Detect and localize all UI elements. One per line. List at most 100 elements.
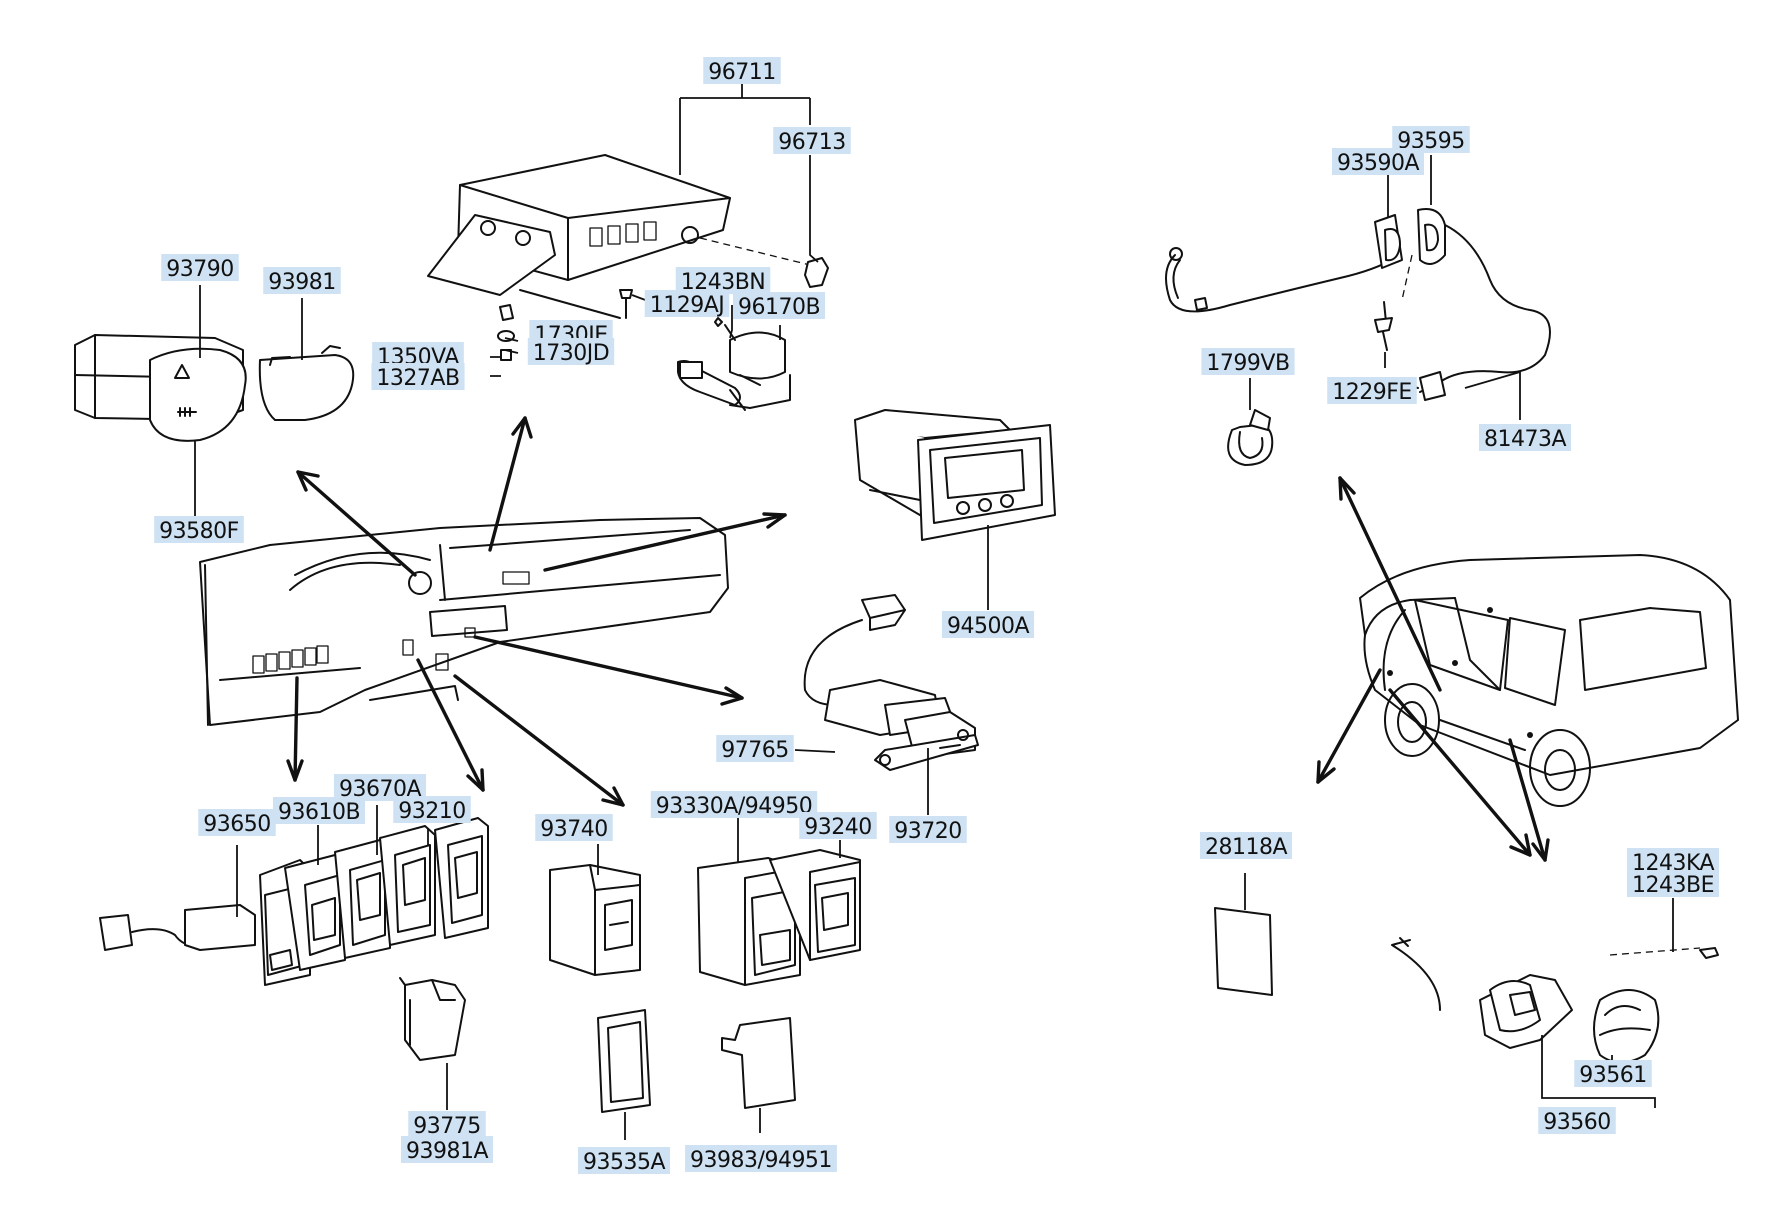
part-label-93740[interactable]: 93740 xyxy=(535,814,613,842)
part-number-text: 93240 xyxy=(804,815,872,840)
part-label-background xyxy=(527,338,615,365)
part-label-93240[interactable]: 93240 xyxy=(799,812,877,840)
part-label-93790[interactable]: 93790 xyxy=(161,254,239,282)
arrow-to-mirror-switch xyxy=(416,658,485,792)
part-label-93561[interactable]: 93561 xyxy=(1574,1060,1652,1088)
part-label-background xyxy=(703,57,781,84)
arrow-to-label-plate xyxy=(1316,668,1382,784)
part-label-background xyxy=(716,735,794,762)
part-number-text: 93650 xyxy=(203,812,271,837)
part-label-93330a[interactable]: 93330A/94950 xyxy=(650,791,818,819)
part-label-93981a[interactable]: 93981A xyxy=(400,1136,494,1164)
part-label-93650[interactable]: 93650 xyxy=(198,809,276,837)
arrow-to-ac-switch xyxy=(473,635,744,706)
part-number-text: 93560 xyxy=(1543,1110,1611,1135)
part-label-background xyxy=(263,267,341,294)
part-number-text: 1327AB xyxy=(376,366,459,391)
part-label-background xyxy=(1201,348,1295,375)
part-label-93210[interactable]: 93210 xyxy=(393,796,471,824)
part-number-text: 93561 xyxy=(1579,1063,1647,1088)
part-number-text: 1730JD xyxy=(533,341,609,366)
part-label-94500a[interactable]: 94500A xyxy=(941,611,1035,639)
part-label-background xyxy=(371,363,465,390)
van-drawing xyxy=(1359,554,1739,807)
part-label-28118a[interactable]: 28118A xyxy=(1199,832,1293,860)
part-label-background xyxy=(675,267,771,294)
part-label-background xyxy=(650,791,818,818)
part-number-text: 1129AJ xyxy=(650,293,725,318)
part-label-background xyxy=(1627,870,1719,897)
part-number-text: 93610B xyxy=(278,800,360,825)
part-label-background xyxy=(1538,1107,1616,1134)
part-label-1799vb[interactable]: 1799VB xyxy=(1201,348,1295,376)
part-label-81473a[interactable]: 81473A xyxy=(1478,424,1572,452)
van-arrows xyxy=(1316,476,1550,862)
part-label-1129aj[interactable]: 1129AJ xyxy=(644,290,730,318)
part-number-text: 93720 xyxy=(894,819,962,844)
part-label-background xyxy=(1327,377,1417,404)
part-number-text: 93590A xyxy=(1337,151,1419,176)
part-number-text: 93330A/94950 xyxy=(656,794,812,819)
part-number-text: 93740 xyxy=(540,817,608,842)
display-module-drawing xyxy=(854,409,1056,541)
part-label-1229fe[interactable]: 1229FE xyxy=(1327,377,1417,405)
part-label-1243be[interactable]: 1243BE xyxy=(1627,870,1719,898)
part-number-text: 1799VB xyxy=(1206,351,1289,376)
part-number-text: 96713 xyxy=(778,130,846,155)
part-label-93560[interactable]: 93560 xyxy=(1538,1107,1616,1135)
part-number-text: 93981A xyxy=(406,1139,488,1164)
part-label-background xyxy=(889,816,967,843)
part-number-text: 93580F xyxy=(159,519,239,544)
part-label-background xyxy=(154,516,244,543)
part-number-text: 93775 xyxy=(413,1114,481,1139)
part-label-background xyxy=(644,290,730,317)
part-label-background xyxy=(941,611,1035,638)
arrow-to-harness xyxy=(1338,476,1442,692)
part-label-97765[interactable]: 97765 xyxy=(716,735,794,763)
part-label-93720[interactable]: 93720 xyxy=(889,816,967,844)
part-label-93983[interactable]: 93983/94951 xyxy=(685,1145,837,1173)
part-label-background xyxy=(577,1147,671,1174)
hazard-switch-drawing xyxy=(74,334,355,442)
arrow-to-display xyxy=(543,512,787,572)
part-number-text: 93983/94951 xyxy=(690,1148,832,1173)
part-label-background xyxy=(535,814,613,841)
arrow-to-fog-switch xyxy=(453,674,625,807)
part-label-1327ab[interactable]: 1327AB xyxy=(371,363,465,391)
arrow-to-hazard-switch xyxy=(296,470,417,577)
part-label-93590a[interactable]: 93590A xyxy=(1331,148,1425,176)
part-number-text: 1243BE xyxy=(1632,873,1714,898)
clip-drawing xyxy=(1227,409,1274,466)
part-number-text: 97765 xyxy=(721,738,789,763)
part-label-background xyxy=(1478,424,1572,451)
part-number-text: 96170B xyxy=(738,295,820,320)
part-label-93981[interactable]: 93981 xyxy=(263,267,341,295)
leader-lines xyxy=(194,83,1674,1140)
part-label-background xyxy=(1331,148,1425,175)
part-label-96170b[interactable]: 96170B xyxy=(732,292,826,320)
part-label-1730jd[interactable]: 1730JD xyxy=(527,338,615,366)
part-label-96713[interactable]: 96713 xyxy=(773,127,851,155)
arrow-to-switch-bank xyxy=(286,676,304,782)
clock-switch-panel-drawing xyxy=(427,154,829,411)
part-number-text: 93981 xyxy=(268,270,336,295)
part-label-background xyxy=(1199,832,1293,859)
part-label-96711[interactable]: 96711 xyxy=(703,57,781,85)
part-label-93580f[interactable]: 93580F xyxy=(154,516,244,544)
arrow-to-clock-panel xyxy=(488,416,533,552)
part-label-93535a[interactable]: 93535A xyxy=(577,1147,671,1175)
part-number-text: 93535A xyxy=(583,1150,665,1175)
part-label-background xyxy=(393,796,471,823)
harness-drawing xyxy=(1165,208,1551,401)
part-number-text: 1229FE xyxy=(1332,380,1412,405)
part-number-text: 96711 xyxy=(708,60,776,85)
part-label-background xyxy=(685,1145,837,1172)
part-label-93610b[interactable]: 93610B xyxy=(272,797,366,825)
part-number-text: 81473A xyxy=(1484,427,1566,452)
dual-switch-drawing xyxy=(697,849,861,1109)
part-label-93775[interactable]: 93775 xyxy=(408,1111,486,1139)
part-label-background xyxy=(1574,1060,1652,1087)
switch-bank-drawing xyxy=(99,817,489,986)
